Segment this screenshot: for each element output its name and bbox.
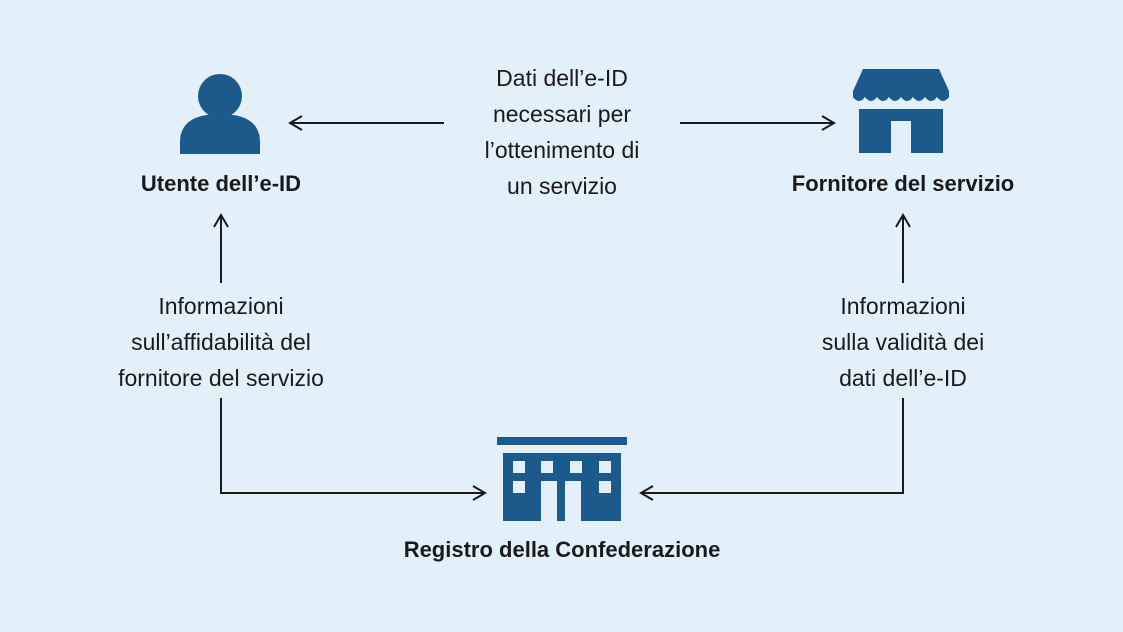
provider-label: Fornitore del servizio — [791, 171, 1015, 196]
storefront-icon — [853, 69, 949, 153]
edge-label-top: Dati dell’e-ID necessari per l’ottenimen… — [484, 65, 640, 199]
arrow-right-to-registry — [639, 398, 904, 501]
person-icon — [180, 74, 260, 154]
user-label: Utente dell’e-ID — [140, 171, 302, 196]
government-building-icon — [497, 437, 627, 521]
registry-label: Registro della Confederazione — [403, 537, 721, 562]
edge-label-left: Informazioni sull’affidabilità del forni… — [118, 293, 324, 391]
arrow-left-to-registry — [220, 398, 487, 501]
edge-label-right: Informazioni sulla validità dei dati del… — [821, 293, 985, 391]
